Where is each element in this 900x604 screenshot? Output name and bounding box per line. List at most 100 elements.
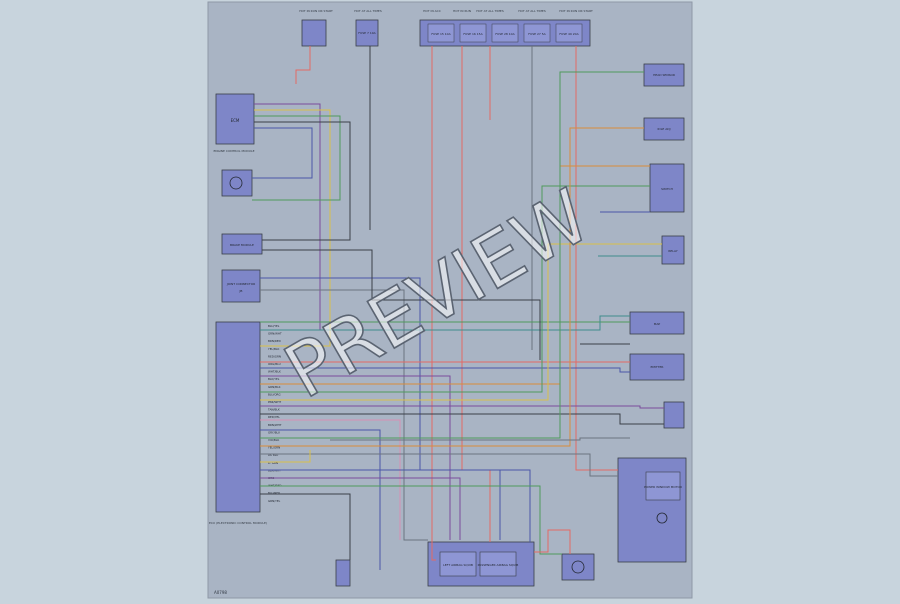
fuse-block-left-label: FUSE 7 10A xyxy=(358,31,376,35)
brake-module xyxy=(221,233,263,255)
bottom-submodule xyxy=(439,551,477,577)
wire xyxy=(330,437,630,441)
right-component-label: MAP xyxy=(654,322,661,326)
ecu-pin-label: RED/GRN xyxy=(268,354,281,358)
wire xyxy=(260,477,461,540)
ground-connector xyxy=(335,559,351,587)
right-module-inner xyxy=(645,471,681,501)
fuse-cell xyxy=(523,23,551,43)
ecu-pin-label: BLU/ORG xyxy=(268,392,281,396)
wire xyxy=(254,121,351,241)
right-component-label: IDLE ADJ xyxy=(658,127,671,131)
page-reference: A0798 xyxy=(214,590,227,595)
right-component xyxy=(661,235,685,265)
wire xyxy=(295,46,311,84)
brake-module-label: BRAKE MODULE xyxy=(230,243,254,247)
right-component xyxy=(649,163,685,213)
fuse-cell xyxy=(459,23,487,43)
right-component xyxy=(643,63,685,87)
bottom-left-label: LEFT AIRBAG SQUIB xyxy=(443,563,473,567)
right-components: HEAD SENSOR IDLE ADJ SWITCH RELAY MAP EM… xyxy=(629,63,685,429)
ecu-pin-label: VIO/BLK xyxy=(268,438,279,442)
right-module-label: POWER WINDOW MOTOR xyxy=(644,485,682,489)
ecu-pin-label: GRN/WHT xyxy=(268,332,282,336)
wire xyxy=(260,419,401,540)
right-component-label: RELAY xyxy=(668,249,678,253)
fuse-label: HOT IN RUN xyxy=(453,9,471,13)
ecu-pin-label: BLK/YEL xyxy=(268,377,280,381)
wire xyxy=(260,453,618,477)
ecu-pin-label: GRY/BLU xyxy=(268,430,280,434)
ecu-pin-label: BLU/RED xyxy=(268,491,280,495)
wire xyxy=(260,485,562,555)
ecu-pin-label: RED/YEL xyxy=(268,415,280,419)
fuse-label: HOT AT ALL TIMES xyxy=(354,9,382,13)
junction-label: JOINT CONNECTOR xyxy=(226,282,255,286)
ecu-pin-label: TAN/BLK xyxy=(267,408,280,412)
sensor-icon xyxy=(229,176,243,190)
bottom-connector xyxy=(561,553,595,581)
fuse-label: HOT IN RUN OR START xyxy=(559,9,593,13)
motor-icon xyxy=(656,512,668,524)
right-component xyxy=(643,117,685,141)
ecu-pin-label: LT GRN xyxy=(268,461,278,465)
wire xyxy=(252,115,341,201)
wire xyxy=(254,109,331,347)
fuse-label: HOT AT ALL TIMES xyxy=(518,9,546,13)
wire xyxy=(431,46,436,561)
junction-module xyxy=(221,269,261,303)
header-fuse-labels: HOT IN RUN OR START HOT AT ALL TIMES HOT… xyxy=(299,9,593,13)
ecu-pin-label: PNK/WHT xyxy=(268,400,281,404)
wire xyxy=(252,127,313,179)
right-component xyxy=(629,311,685,335)
wire xyxy=(260,367,630,373)
fuse-cell-label: FUSE 28 10A xyxy=(495,32,515,36)
fuse-label: HOT AT ALL TIMES xyxy=(476,9,504,13)
wire xyxy=(260,315,630,331)
right-component-label: HEAD SENSOR xyxy=(653,73,675,77)
ecu-main-caption: ECU (ELECTRONIC CONTROL MODULE) xyxy=(209,521,267,525)
wire xyxy=(575,46,618,471)
wire xyxy=(260,493,351,560)
wires xyxy=(252,46,664,570)
wire xyxy=(260,405,664,409)
wire xyxy=(260,429,381,570)
fuse-block-small xyxy=(301,19,327,47)
fuse-cell xyxy=(427,23,455,43)
ecu-main-module xyxy=(215,321,261,513)
wire xyxy=(262,249,541,360)
ecm-label: ECM xyxy=(231,118,240,123)
connector-icon xyxy=(571,560,585,574)
fuse-cell xyxy=(555,23,583,43)
bottom-right-label: PASSENGER AIRBAG SQUIB xyxy=(478,563,519,567)
wire xyxy=(260,127,644,447)
right-component xyxy=(629,353,685,381)
fuse-label: HOT IN ACC xyxy=(423,9,441,13)
fuse-block-left xyxy=(355,19,379,47)
ecu-pin-label: YEL/GRN xyxy=(268,446,280,450)
wire xyxy=(260,413,664,425)
ecu-pin-label: GRN/BLK xyxy=(268,385,281,389)
fuse-cell xyxy=(491,23,519,43)
wire xyxy=(260,71,644,439)
fuse-cell-label: FUSE 15 10A xyxy=(431,32,451,36)
ecu-pin-label: WHT/BLK xyxy=(268,370,281,374)
right-component-label: SWITCH xyxy=(661,187,673,191)
ecu-pin-label: YEL/BLK xyxy=(268,347,279,351)
wire xyxy=(260,243,662,401)
wire xyxy=(534,529,571,554)
junction-sub: JB xyxy=(239,289,243,293)
ecu-pin-label: GRN/YEL xyxy=(268,499,281,503)
wire xyxy=(260,450,311,463)
wire xyxy=(260,185,650,393)
right-connector xyxy=(663,401,685,429)
right-component-label: EMITTER xyxy=(651,365,664,369)
fuse-cell-label: FUSE 49 20A xyxy=(559,32,579,36)
ecu-pin-label: DK BLU xyxy=(268,453,278,457)
ecu-pin-label: BLU/YEL xyxy=(268,324,280,328)
ecu-pin-label: ORG/BLU xyxy=(268,362,281,366)
wire xyxy=(260,289,428,541)
ecu-pin-label: BRN/RED xyxy=(268,339,281,343)
